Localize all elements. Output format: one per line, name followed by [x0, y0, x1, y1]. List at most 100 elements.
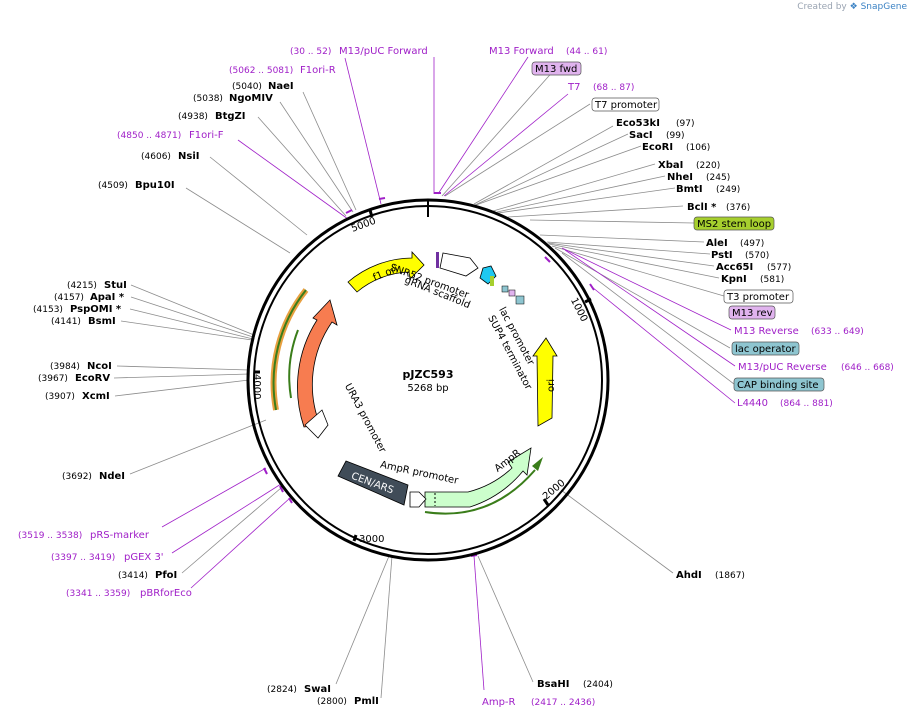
primer-l4440-range: (864 .. 881): [780, 399, 833, 409]
box-ms2-stem-loop[interactable]: MS2 stem loop: [697, 219, 771, 230]
feature-ms2-mark: [490, 276, 494, 286]
enzyme-nhei[interactable]: NheI: [667, 172, 693, 183]
primer-leaders: [161, 56, 736, 691]
enzyme-btgzi-pos: (4938): [178, 112, 208, 122]
enzyme-stui-pos: (4215): [67, 281, 97, 291]
primer-amp-r[interactable]: Amp-R: [482, 697, 516, 708]
boxed-feature-labels: M13 fwd T7 promoter MS2 stem loop T3 pro…: [531, 61, 825, 392]
tick-4000: 4000: [251, 374, 262, 399]
enzyme-ecori[interactable]: EcoRI: [642, 142, 673, 153]
enzyme-ahdi-pos: (1867): [715, 571, 745, 581]
feature-ura3-promoter-label: URA3 promoter: [342, 382, 388, 456]
snapgene-logo-icon: ❖: [849, 2, 858, 12]
primer-f1ori-f[interactable]: F1ori-F: [189, 130, 224, 141]
enzyme-ecorv[interactable]: EcoRV: [75, 373, 110, 384]
box-t7-promoter[interactable]: T7 promoter: [594, 100, 658, 111]
enzyme-kpni-pos: (581): [760, 275, 784, 285]
primer-prs-marker[interactable]: pRS-marker: [90, 530, 150, 541]
primer-m13-reverse-range: (633 .. 649): [811, 327, 864, 337]
enzyme-alei[interactable]: AleI: [706, 238, 728, 249]
enzyme-bpu10i[interactable]: Bpu10I: [135, 180, 175, 191]
enzyme-eco53ki[interactable]: Eco53kI: [616, 118, 660, 129]
enzyme-psti[interactable]: PstI: [711, 250, 733, 261]
ura3-orf-arrow: [272, 289, 307, 411]
primer-labels: (30 .. 52) M13/pUC Forward M13 Forward (…: [18, 46, 894, 708]
enzyme-pfoi[interactable]: PfoI: [155, 570, 177, 581]
enzyme-pspomi-pos: (4153): [33, 305, 63, 315]
enzyme-ncoi[interactable]: NcoI: [87, 361, 112, 372]
feature-ampr-promoter: [409, 491, 427, 508]
enzyme-naei-pos: (5040): [232, 82, 262, 92]
feature-f1-ori: [347, 250, 425, 293]
enzyme-bcli-pos: (376): [726, 203, 750, 213]
box-m13-rev[interactable]: M13 rev: [732, 308, 773, 319]
enzyme-bmti[interactable]: BmtI: [676, 184, 703, 195]
primer-l4440[interactable]: L4440: [737, 398, 768, 409]
enzyme-ngomiv-pos: (5038): [193, 94, 223, 104]
enzyme-ecorv-pos: (3967): [38, 374, 68, 384]
enzyme-ndei[interactable]: NdeI: [99, 471, 125, 482]
primer-m13puc-reverse-range: (646 .. 668): [841, 363, 894, 373]
enzyme-acc65i[interactable]: Acc65I: [716, 262, 753, 273]
enzyme-nsii-pos: (4606): [141, 152, 171, 162]
feature-ura3-promoter: [304, 409, 329, 439]
enzyme-stui[interactable]: StuI: [104, 280, 127, 291]
leader-lines: [113, 67, 735, 699]
feature-m13rev-mark: [508, 289, 516, 297]
primer-pbrforeco[interactable]: pBRforEco: [140, 588, 192, 599]
plasmid-length: 5268 bp: [407, 383, 448, 394]
enzyme-apai[interactable]: ApaI *: [90, 292, 125, 303]
enzyme-ncoi-pos: (3984): [50, 362, 80, 372]
enzyme-kpni[interactable]: KpnI: [721, 274, 747, 285]
primer-m13-forward[interactable]: M13 Forward: [489, 46, 554, 57]
enzyme-bpu10i-pos: (4509): [98, 181, 128, 191]
primer-f1ori-r-range: (5062 .. 5081): [229, 66, 293, 76]
tick-marks: [254, 209, 592, 542]
box-lac-operator[interactable]: lac operator: [735, 344, 796, 355]
feature-marker-purple: [436, 252, 439, 268]
primer-m13-forward-range: (44 .. 61): [566, 47, 607, 57]
enzyme-pmli[interactable]: PmlI: [354, 696, 379, 707]
primer-pgex3[interactable]: pGEX 3': [124, 552, 164, 563]
enzyme-ngomiv[interactable]: NgoMIV: [229, 93, 273, 104]
enzyme-ecori-pos: (106): [686, 143, 710, 153]
feature-ori-label: ori: [546, 379, 557, 392]
enzyme-swai-pos: (2824): [267, 685, 297, 695]
ampr-orf-head: [532, 457, 543, 471]
primer-f1ori-f-range: (4850 .. 4871): [117, 131, 181, 141]
enzyme-saci-pos: (99): [666, 131, 684, 141]
box-cap-binding-site[interactable]: CAP binding site: [737, 380, 819, 391]
enzyme-alei-pos: (497): [740, 239, 764, 249]
enzyme-xbai[interactable]: XbaI: [658, 160, 683, 171]
primer-amp-r-range: (2417 .. 2436): [531, 698, 595, 708]
enzyme-bsahi[interactable]: BsaHI: [537, 679, 569, 690]
enzyme-ndei-pos: (3692): [62, 472, 92, 482]
enzyme-nhei-pos: (245): [706, 173, 730, 183]
primer-m13puc-fwd[interactable]: M13/pUC Forward: [339, 46, 428, 57]
feature-cap-mark: [515, 295, 525, 305]
primer-m13-reverse[interactable]: M13 Reverse: [734, 326, 799, 337]
enzyme-naei[interactable]: NaeI: [268, 81, 294, 92]
enzyme-xbai-pos: (220): [696, 161, 720, 171]
enzyme-saci[interactable]: SacI: [629, 130, 653, 141]
credit-brand: SnapGene: [860, 2, 907, 12]
enzyme-pmli-pos: (2800): [317, 697, 347, 707]
enzyme-acc65i-pos: (577): [767, 263, 791, 273]
primer-m13puc-reverse[interactable]: M13/pUC Reverse: [738, 362, 827, 373]
enzyme-pspomi[interactable]: PspOMI *: [70, 304, 122, 315]
primer-f1ori-r[interactable]: F1ori-R: [300, 65, 336, 76]
primer-t7[interactable]: T7: [567, 82, 580, 93]
enzyme-ahdi[interactable]: AhdI: [676, 570, 702, 581]
primer-t7-range: (68 .. 87): [593, 83, 634, 93]
enzyme-swai[interactable]: SwaI: [304, 684, 331, 695]
enzyme-btgzi[interactable]: BtgZI: [215, 111, 246, 122]
enzyme-nsii[interactable]: NsiI: [178, 151, 199, 162]
enzyme-bsmi[interactable]: BsmI: [88, 316, 116, 327]
enzyme-bcli[interactable]: BclI *: [687, 202, 717, 213]
enzyme-xcmi[interactable]: XcmI: [82, 391, 110, 402]
enzyme-bsmi-pos: (4141): [51, 317, 81, 327]
box-t3-promoter[interactable]: T3 promoter: [726, 292, 790, 303]
enzyme-bmti-pos: (249): [716, 185, 740, 195]
enzyme-pfoi-pos: (3414): [118, 571, 148, 581]
box-m13-fwd[interactable]: M13 fwd: [535, 64, 577, 75]
